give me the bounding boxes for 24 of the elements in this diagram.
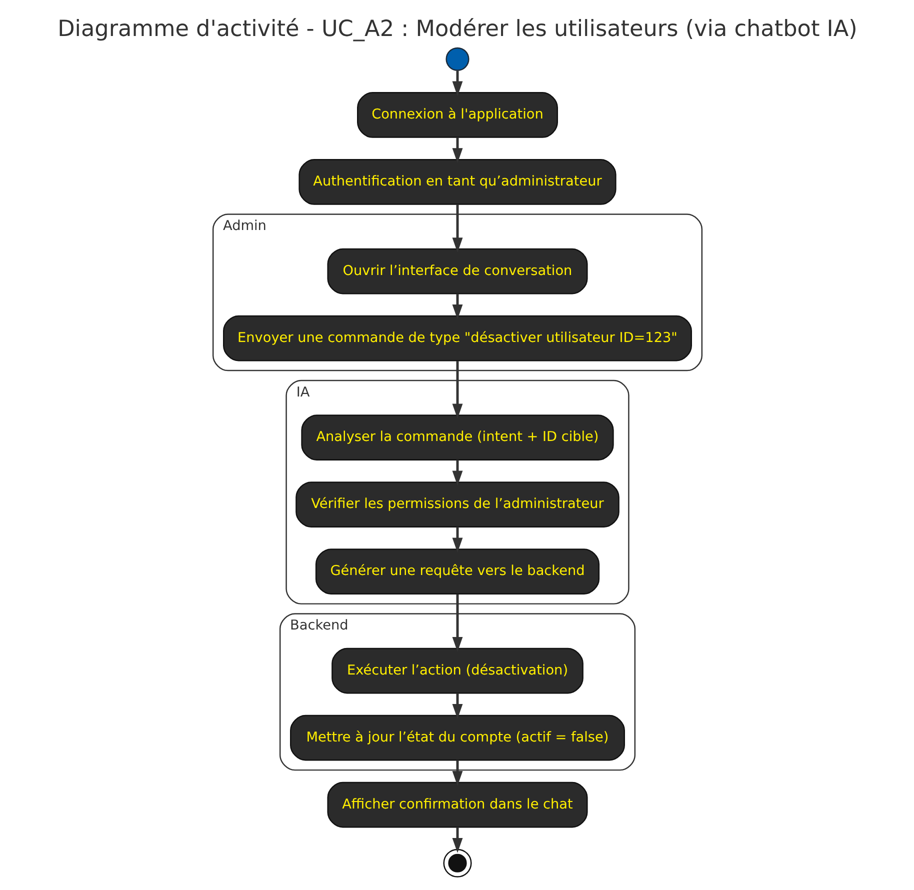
arrow (452, 594, 462, 652)
node-box: Ouvrir l’interface de conversation (326, 248, 588, 294)
node-box: Exécuter l’action (désactivation) (331, 648, 583, 694)
arrow (452, 361, 462, 419)
arrow (452, 204, 462, 253)
arrow (452, 460, 462, 486)
node-box: Connexion à l'application (356, 92, 558, 138)
node-box: Afficher confirmation dans le chat (326, 782, 588, 828)
arrow (452, 137, 462, 164)
arrow (452, 760, 462, 786)
node-box: Analyser la commande (intent + ID cible) (300, 414, 614, 460)
arrow (452, 827, 462, 853)
node-box: Vérifier les permissions de l’administrateur (295, 482, 619, 528)
arrow (452, 70, 462, 96)
node-box: Générer une requête vers le backend (314, 548, 600, 594)
node-box: Envoyer une commande de type "désactiver utilisateur ID=123" (222, 315, 692, 362)
node-box: Mettre à jour l’état du compte (actif = false) (290, 714, 624, 761)
diagram-title: Diagramme d'activité - UC_A2 : Modérer les utilisateurs (via chatbot IA) (57, 16, 857, 42)
node-box: Authentification en tant qu’administrateur (298, 159, 616, 205)
arrow (452, 693, 462, 719)
arrow (452, 526, 462, 553)
node-circle (445, 47, 469, 71)
arrow (452, 294, 462, 320)
node-bullseye (442, 848, 472, 878)
